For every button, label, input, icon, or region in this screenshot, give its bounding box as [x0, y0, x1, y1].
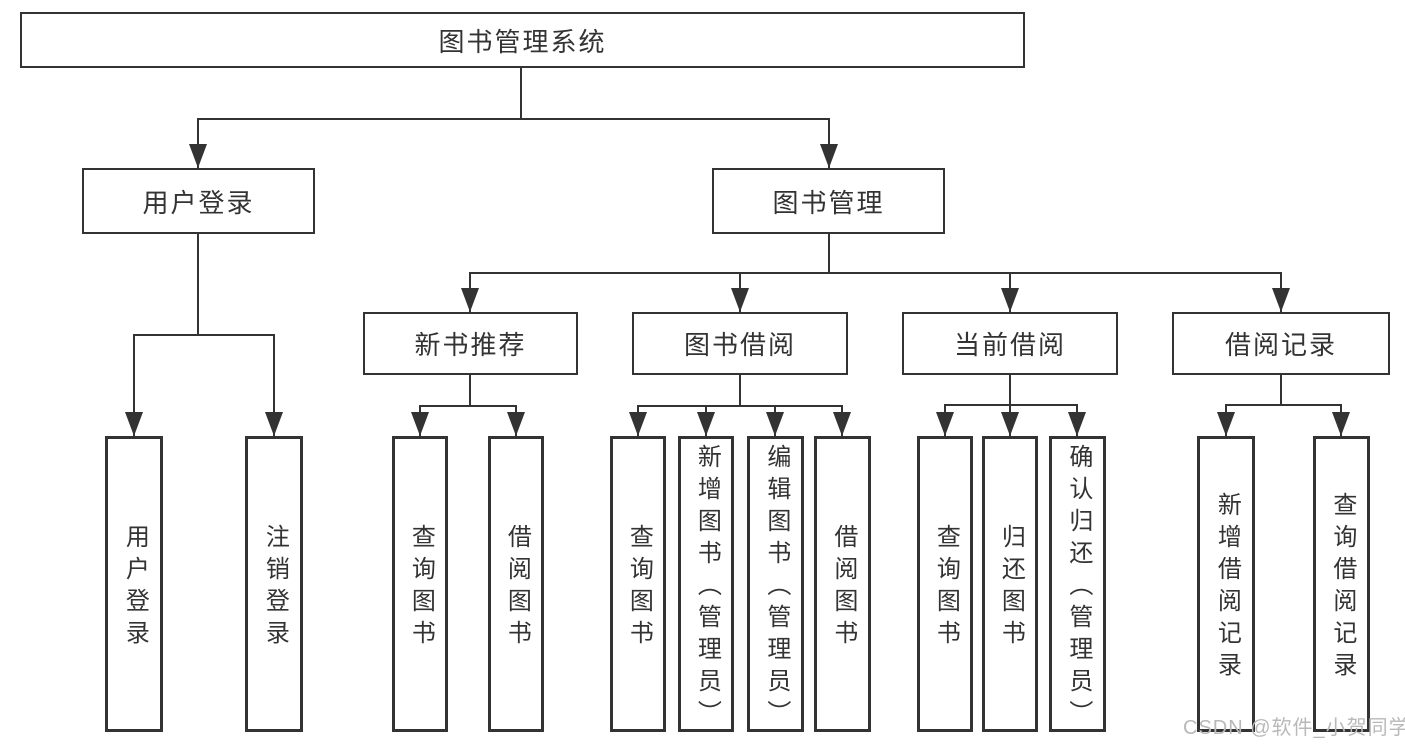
node-borrowing-records: 借阅记录 [1172, 312, 1390, 375]
node-label: 查询图书 [407, 524, 435, 652]
connector-vline [273, 334, 275, 436]
node-current-borrowing: 当前借阅 [902, 312, 1118, 375]
connector-hline [637, 405, 843, 407]
node-label: 查询借阅记录 [1328, 492, 1356, 684]
connector-hline [469, 272, 1282, 274]
arrowhead-down-icon [1001, 412, 1019, 436]
node-label: 新书推荐 [414, 330, 527, 360]
node-label: 查询图书 [625, 524, 653, 652]
connector-vline [1009, 375, 1011, 405]
arrowhead-down-icon [1217, 412, 1235, 436]
connector-vline [828, 118, 830, 168]
leaf-borrow-books-2: 借阅图书 [814, 436, 871, 732]
node-book-management: 图书管理 [712, 168, 945, 234]
arrowhead-down-icon [461, 288, 479, 312]
node-user-login: 用户登录 [82, 168, 315, 234]
leaf-borrow-books-1: 借阅图书 [488, 436, 544, 732]
connector-vline [828, 234, 830, 274]
node-label: 图书管理系统 [438, 26, 607, 57]
leaf-query-borrow-record: 查询借阅记录 [1313, 436, 1370, 732]
node-label: 图书借阅 [683, 330, 796, 360]
node-label: 借阅记录 [1224, 330, 1337, 360]
node-label: 确认归还（管理员） [1064, 444, 1092, 732]
arrowhead-down-icon [507, 412, 525, 436]
connector-vline [197, 118, 199, 168]
arrowhead-down-icon [189, 144, 207, 168]
arrowhead-down-icon [731, 288, 749, 312]
arrowhead-down-icon [265, 412, 283, 436]
connector-hline [197, 118, 830, 120]
node-label: 用户登录 [142, 187, 255, 218]
arrowhead-down-icon [1272, 288, 1290, 312]
node-label: 图书管理 [772, 187, 885, 218]
connector-hline [419, 405, 517, 407]
node-label: 查询图书 [932, 524, 960, 652]
node-label: 借阅图书 [829, 524, 857, 652]
arrowhead-down-icon [936, 412, 954, 436]
arrowhead-down-icon [833, 412, 851, 436]
leaf-logout-login: 注销登录 [245, 436, 303, 732]
connector-vline [520, 68, 522, 120]
connector-hline [1225, 404, 1342, 406]
connector-vline [469, 375, 471, 407]
leaf-add-borrow-record: 新增借阅记录 [1197, 436, 1255, 732]
arrowhead-down-icon [411, 412, 429, 436]
leaf-edit-book-admin: 编辑图书（管理员） [747, 436, 804, 732]
node-label: 当前借阅 [953, 330, 1066, 360]
node-root: 图书管理系统 [20, 12, 1025, 68]
node-book-borrowing: 图书借阅 [632, 312, 848, 375]
connector-vline [133, 334, 135, 436]
arrowhead-down-icon [629, 412, 647, 436]
connector-hline [944, 404, 1078, 406]
node-label: 用户登录 [121, 524, 149, 652]
watermark: CSDN @软件_小贺同学 [1183, 717, 1405, 739]
node-new-book-recommendation: 新书推荐 [363, 312, 578, 375]
arrowhead-down-icon [697, 412, 715, 436]
leaf-user-login: 用户登录 [105, 436, 163, 732]
leaf-query-books-2: 查询图书 [610, 436, 666, 732]
arrowhead-down-icon [125, 412, 143, 436]
arrowhead-down-icon [1001, 288, 1019, 312]
connector-vline [739, 375, 741, 407]
node-label: 归还图书 [997, 524, 1025, 652]
arrowhead-down-icon [1332, 412, 1350, 436]
node-label: 注销登录 [261, 524, 289, 652]
node-label: 新增借阅记录 [1213, 492, 1241, 684]
connector-vline [1280, 375, 1282, 405]
leaf-add-book-admin: 新增图书（管理员） [678, 436, 734, 732]
arrowhead-down-icon [1068, 412, 1086, 436]
connector-vline [197, 234, 199, 336]
arrowhead-down-icon [766, 412, 784, 436]
leaf-confirm-return-admin: 确认归还（管理员） [1049, 436, 1106, 732]
leaf-query-books-1: 查询图书 [392, 436, 448, 732]
node-label: 新增图书（管理员） [693, 444, 721, 732]
leaf-query-books-3: 查询图书 [917, 436, 973, 732]
connector-hline [133, 334, 275, 336]
arrowhead-down-icon [820, 144, 838, 168]
node-label: 借阅图书 [503, 524, 531, 652]
node-label: 编辑图书（管理员） [762, 444, 790, 732]
leaf-return-book: 归还图书 [982, 436, 1038, 732]
